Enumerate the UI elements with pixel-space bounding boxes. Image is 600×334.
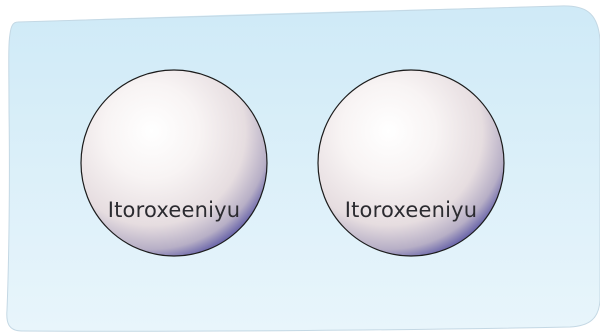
sphere-label: Itoroxeeniyu	[316, 198, 506, 222]
sphere-shape	[316, 68, 506, 258]
sphere-left: Itoroxeeniyu	[79, 68, 269, 258]
sphere-right: Itoroxeeniyu	[316, 68, 506, 258]
sphere-label: Itoroxeeniyu	[79, 198, 269, 222]
sphere-shape	[79, 68, 269, 258]
